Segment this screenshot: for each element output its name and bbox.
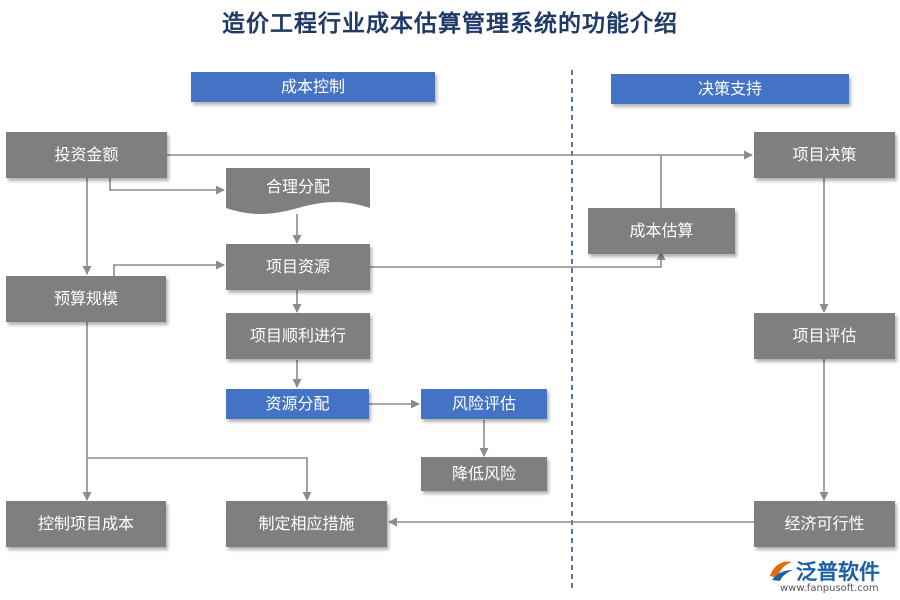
node-project-evaluation: 项目评估 <box>754 313 895 359</box>
node-reasonable-allocation-shape <box>226 168 370 214</box>
page-title: 造价工程行业成本估算管理系统的功能介绍 <box>222 10 678 37</box>
arrow-branch-to-measures <box>87 457 312 501</box>
node-investment-amount: 投资金额 <box>6 132 167 178</box>
arrow-investment-to-allocation <box>109 178 225 195</box>
node-project-decision: 项目决策 <box>754 132 895 178</box>
node-project-smooth-progress: 项目顺利进行 <box>226 313 370 359</box>
node-risk-assessment: 风险评估 <box>421 389 547 419</box>
arrow-resources-to-estimate <box>370 251 666 268</box>
brand-logo-icon <box>770 561 793 581</box>
node-reasonable-allocation: 合理分配 <box>265 177 330 196</box>
node-economic-feasibility: 经济可行性 <box>754 501 895 547</box>
node-project-resources: 项目资源 <box>226 244 370 290</box>
node-budget-scale: 预算规模 <box>6 276 166 322</box>
node-formulate-measures: 制定相应措施 <box>226 501 387 547</box>
section-header-decision-support: 决策支持 <box>611 74 849 104</box>
arrow-budget-to-resources <box>113 260 225 276</box>
node-resource-allocation: 资源分配 <box>226 389 369 419</box>
brand-name: 泛普软件 <box>796 560 880 584</box>
brand-logo: 泛普软件 www.fanpusoft.com <box>768 556 896 596</box>
section-header-cost-control: 成本控制 <box>191 72 435 102</box>
brand-url: www.fanpusoft.com <box>780 583 879 594</box>
node-control-project-cost: 控制项目成本 <box>6 501 166 547</box>
node-reduce-risk: 降低风险 <box>421 457 547 491</box>
node-cost-estimate: 成本估算 <box>588 208 735 254</box>
